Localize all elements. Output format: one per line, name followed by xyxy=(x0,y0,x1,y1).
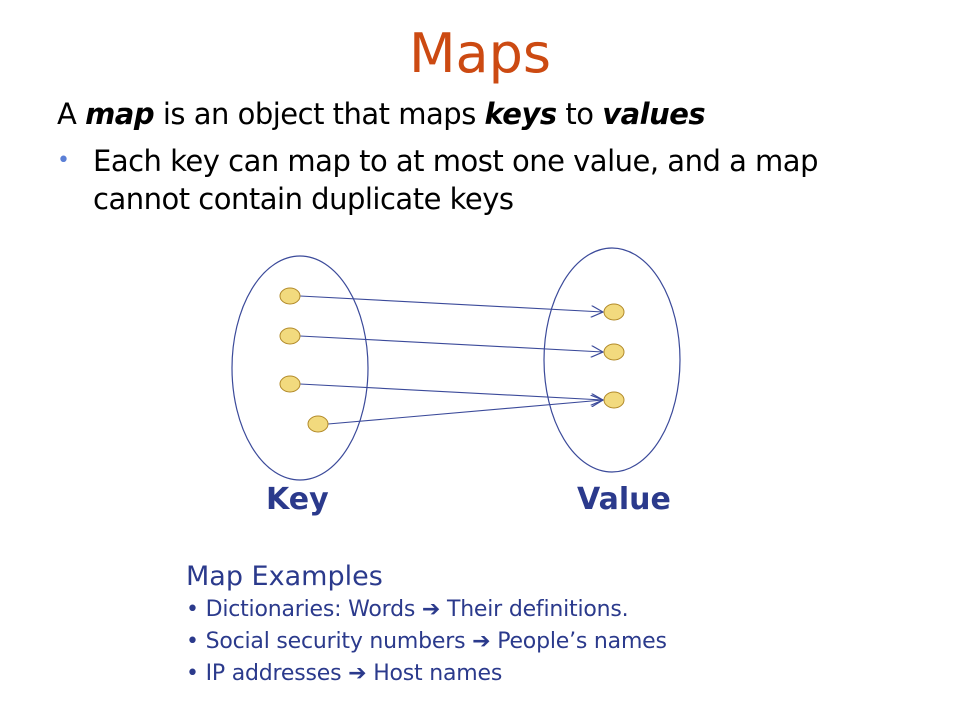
value-set-ellipse xyxy=(543,247,681,473)
value-node xyxy=(603,303,625,321)
map-examples-heading: Map Examples xyxy=(186,561,383,592)
key-nodes xyxy=(279,287,329,433)
key-node xyxy=(307,415,329,433)
example-item: • Social security numbers ➔ People’s nam… xyxy=(186,626,667,658)
mapping-arrow xyxy=(299,383,603,400)
example-bullet: • xyxy=(186,597,199,622)
intro-term-values: values xyxy=(602,97,706,131)
bullet-marker: • xyxy=(57,148,70,173)
intro-sentence: A map is an object that maps keys to val… xyxy=(57,94,706,134)
arrow-icon: ➔ xyxy=(472,629,491,654)
intro-text-3: to xyxy=(556,97,603,131)
rule-bullet-line-1: Each key can map to at most one value, a… xyxy=(93,144,819,178)
example-item: • Dictionaries: Words ➔ Their definition… xyxy=(186,594,667,626)
mapping-arrow xyxy=(299,335,603,352)
example-to: People’s names xyxy=(497,629,667,654)
example-item: • IP addresses ➔ Host names xyxy=(186,658,667,690)
slide-title: Maps xyxy=(408,22,552,85)
key-set-ellipse xyxy=(231,255,369,481)
arrow-icon: ➔ xyxy=(348,661,367,686)
key-node xyxy=(279,375,301,393)
key-node xyxy=(279,327,301,345)
mapping-arrows xyxy=(299,295,603,425)
example-from: Social security numbers xyxy=(205,629,466,654)
key-node xyxy=(279,287,301,305)
intro-term-keys: keys xyxy=(484,97,558,131)
intro-text-1: A xyxy=(57,97,86,131)
key-label: Key xyxy=(266,482,329,517)
intro-term-map: map xyxy=(85,97,155,131)
value-node xyxy=(603,391,625,409)
rule-bullet-line-2: cannot contain duplicate keys xyxy=(93,182,514,216)
arrow-icon: ➔ xyxy=(421,597,441,622)
rule-bullet-text: Each key can map to at most one value, a… xyxy=(93,142,873,218)
example-bullet: • xyxy=(186,629,199,654)
example-bullet: • xyxy=(186,661,199,686)
value-nodes xyxy=(603,303,625,409)
mapping-arrow xyxy=(299,295,603,312)
value-label: Value xyxy=(577,482,671,517)
example-from: Dictionaries: Words xyxy=(205,597,416,622)
example-to: Their definitions. xyxy=(446,597,629,622)
map-examples: Map Examples • Dictionaries: Words ➔ The… xyxy=(186,560,667,690)
mapping-arrow xyxy=(327,400,603,425)
value-node xyxy=(603,343,625,361)
intro-text-2: is an object that maps xyxy=(154,97,485,131)
example-from: IP addresses xyxy=(205,661,342,686)
example-to: Host names xyxy=(373,661,503,686)
